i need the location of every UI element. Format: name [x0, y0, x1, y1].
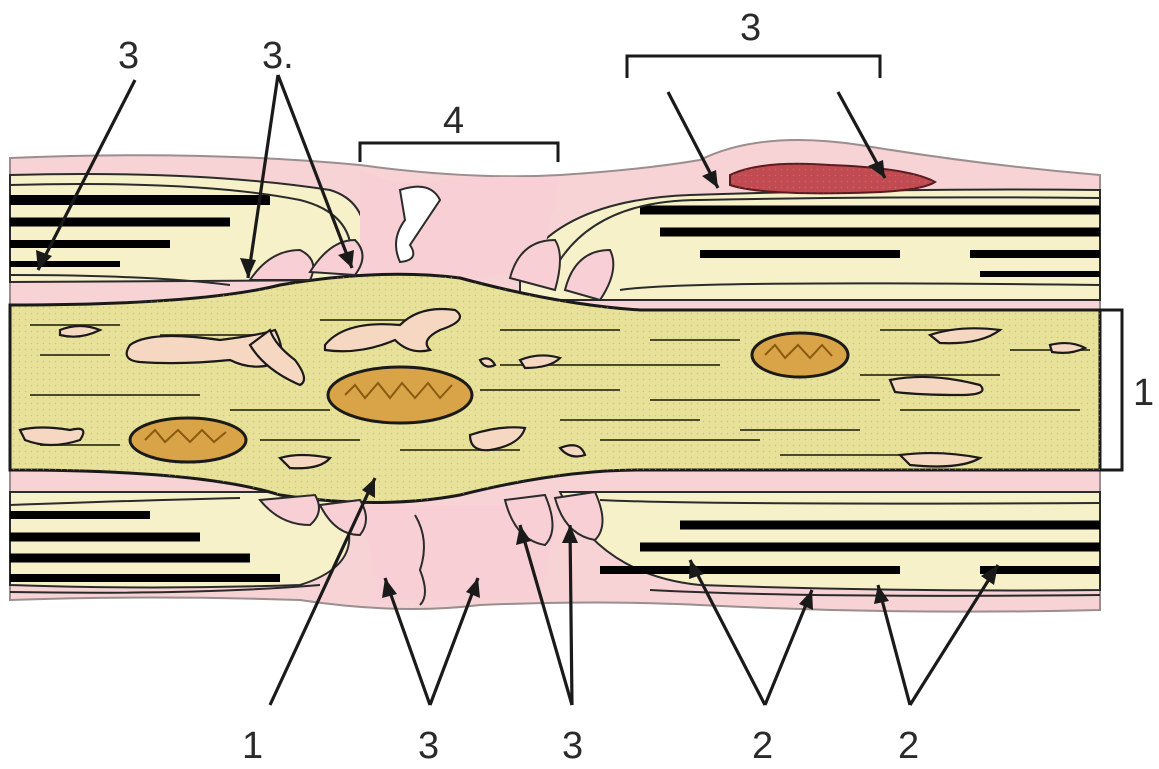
label-bottom-2-right: 2: [898, 725, 919, 767]
label-bracket-3: 3: [740, 7, 761, 49]
label-bottom-3-right: 3: [562, 725, 583, 767]
label-top-3-1: 3.: [262, 35, 294, 77]
label-bracket-1: 1: [1133, 372, 1154, 414]
label-bracket-4: 4: [443, 100, 464, 142]
label-bottom-1: 1: [242, 725, 263, 767]
label-bottom-2-left: 2: [752, 725, 773, 767]
label-top-left-3: 3: [118, 35, 139, 77]
label-bottom-3-left: 3: [418, 725, 439, 767]
